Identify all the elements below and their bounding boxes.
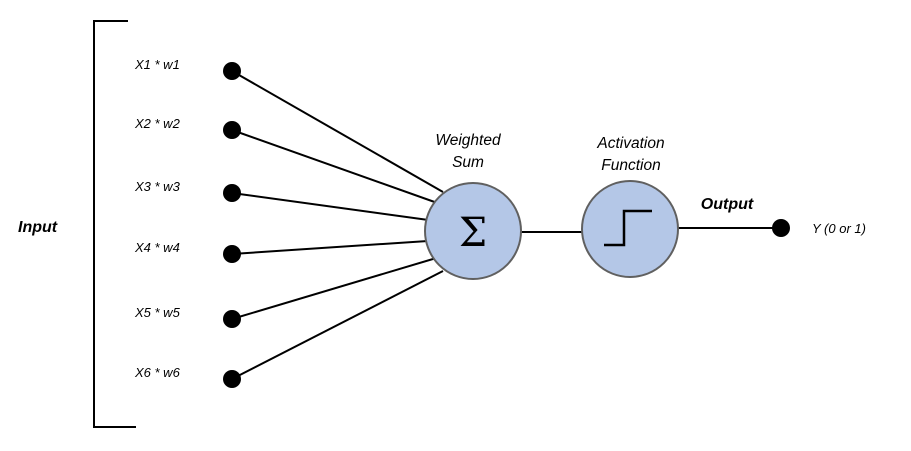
input-connection-2	[231, 129, 444, 206]
input-dot-3	[223, 184, 241, 202]
input-dot-1	[223, 62, 241, 80]
output-value-label: Y (0 or 1)	[812, 221, 866, 236]
input-label-1: X1 * w1	[134, 57, 180, 72]
weighted-sum-node	[424, 182, 522, 280]
input-dot-5	[223, 310, 241, 328]
input-dot-6	[223, 370, 241, 388]
input-connection-6	[231, 270, 444, 380]
input-group-label: Input	[18, 219, 58, 236]
input-label-3: X3 * w3	[134, 179, 181, 194]
input-label-5: X5 * w5	[134, 305, 181, 320]
input-label-4: X4 * w4	[134, 240, 180, 255]
input-label-6: X6 * w6	[134, 365, 181, 380]
input-connection-1	[231, 70, 444, 193]
input-label-2: X2 * w2	[134, 116, 181, 131]
step-function-icon	[604, 209, 652, 247]
input-bracket	[93, 20, 136, 428]
output-dot	[772, 219, 790, 237]
input-connections	[231, 70, 444, 380]
activation-label-line2: Function	[601, 157, 660, 174]
weighted-sum-label-line1: Weighted	[435, 132, 502, 149]
input-connection-3	[231, 192, 444, 223]
input-nodes: X1 * w1 X2 * w2 X3 * w3 X4 * w4 X5 * w5 X6 * …	[134, 57, 241, 388]
input-connection-5	[231, 255, 444, 320]
input-dot-4	[223, 245, 241, 263]
activation-label-line1: Activation	[596, 135, 664, 152]
sigma-icon: Σ	[459, 210, 487, 256]
input-connection-4	[231, 239, 444, 255]
output-label: Output	[701, 196, 754, 213]
input-dot-2	[223, 121, 241, 139]
weighted-sum-label-line2: Sum	[452, 154, 484, 171]
activation-function-node	[581, 180, 679, 278]
